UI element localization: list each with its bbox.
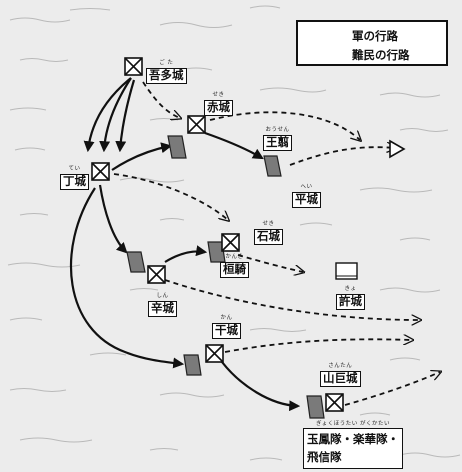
refugee-route-seki-east — [209, 111, 360, 140]
legend-army-label: 軍の行路 — [352, 29, 398, 43]
army-routes — [69, 77, 301, 412]
army-route-tei-shin — [98, 184, 128, 254]
refugee-routes — [113, 81, 440, 406]
general-label-ouhen: おうせん 王翦 — [263, 127, 292, 151]
army-block-icon — [167, 135, 187, 159]
castle-label-shin: しん 辛城 — [148, 293, 177, 317]
army-route-seki-ouhen — [204, 131, 264, 160]
general-label-kanki: かんき 桓騎 — [220, 254, 249, 278]
refugee-route-gota-seki — [142, 81, 180, 118]
army-route-tei-seki — [111, 142, 173, 171]
refugee-route-ouhen-east — [289, 147, 395, 166]
refugee-route-santan-east — [344, 372, 440, 406]
army-route-gota-tei-1 — [83, 77, 132, 153]
castle-label-seki2: せき 石城 — [254, 221, 283, 245]
army-route-shin-kanki — [164, 245, 208, 263]
crossed-square-icon — [124, 57, 143, 76]
army-route-gota-tei-2 — [99, 77, 132, 153]
army-block-icon — [263, 155, 282, 177]
army-route-kan-santan — [221, 361, 301, 412]
army-markers — [126, 135, 325, 419]
map-legend: 軍の行路 難民の行路 — [296, 20, 448, 66]
crossed-square-icon — [221, 233, 240, 252]
army-block-icon — [183, 354, 202, 376]
castle-label-seki: せき 赤城 — [204, 92, 233, 116]
army-route-gota-tei-3 — [115, 79, 136, 153]
army-route-tei-kan — [69, 187, 185, 369]
castle-label-kan: かん 干城 — [212, 315, 241, 339]
open-triangle-icon — [389, 139, 406, 159]
units-label: ぎょくほうたい がくかたい 玉鳳隊・楽華隊・ 飛信隊 — [303, 421, 403, 470]
crossed-square-icon — [205, 344, 224, 363]
castle-label-santan: さんたん 山巨城 — [320, 363, 361, 387]
castle-label-kyo: きょ 許城 — [336, 286, 365, 310]
castle-label-gota: ご た 吾多城 — [146, 60, 187, 84]
army-block-icon — [306, 395, 325, 419]
refugee-route-tei-seki2 — [113, 173, 228, 220]
refugee-route-shin-east — [164, 279, 420, 320]
castle-markers — [91, 57, 344, 412]
crossed-square-icon — [325, 393, 344, 412]
refugee-route-kan-east — [224, 339, 412, 353]
crossed-square-icon — [147, 265, 166, 284]
army-block-icon — [126, 251, 146, 273]
legend-refugee-label: 難民の行路 — [352, 48, 410, 62]
crossed-square-icon — [91, 162, 110, 181]
open-box-icon — [335, 262, 358, 280]
crossed-square-icon — [187, 115, 206, 134]
castle-label-tei: てい 丁城 — [60, 166, 89, 190]
castle-label-hei: へい 平城 — [292, 184, 321, 208]
refugee-route-kanki-kyo — [237, 254, 303, 272]
refugee-destinations — [389, 139, 406, 159]
